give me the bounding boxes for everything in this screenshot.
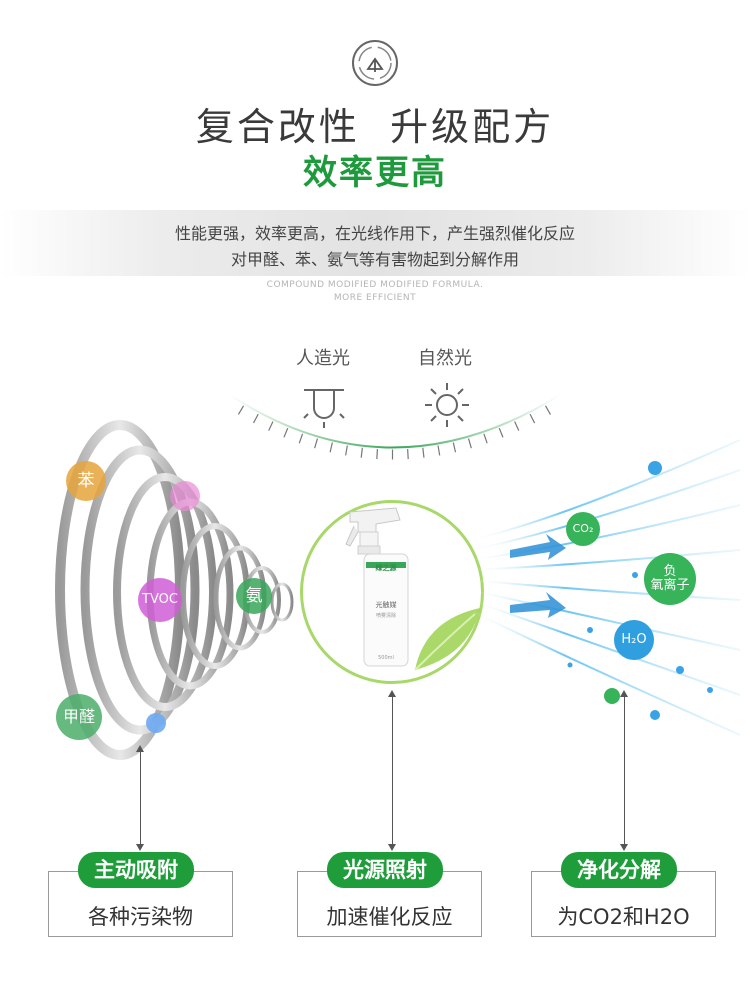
arc-tick bbox=[237, 405, 245, 415]
output-negative-ion-bubble: 负 氧离子 bbox=[644, 553, 696, 605]
connector-arrow-1-bottom bbox=[136, 844, 144, 851]
connector-arrow-3-bottom bbox=[620, 844, 628, 851]
connector-arrow-3-top bbox=[620, 690, 628, 697]
spray-bottle-image bbox=[345, 507, 409, 667]
bottle-brand: 绿之源 bbox=[375, 564, 397, 572]
step-title-adsorb: 主动吸附 bbox=[78, 852, 194, 888]
connector-line-3 bbox=[624, 697, 625, 844]
step-desc-light: 加速催化反应 bbox=[326, 905, 453, 929]
arc-tick bbox=[437, 445, 441, 456]
arc-tick bbox=[252, 413, 259, 424]
decorative-pink-dot bbox=[170, 481, 200, 511]
description-line-1: 性能更强，效率更高，在光线作用下，产生强烈催化反应 bbox=[174, 224, 575, 243]
leaf-icon bbox=[414, 608, 480, 671]
leaf-cycle-icon bbox=[350, 38, 400, 88]
arc-tick bbox=[376, 449, 379, 460]
sun-icon bbox=[420, 378, 474, 432]
connector-arrow-2-top bbox=[388, 690, 396, 697]
arc-tick bbox=[407, 449, 409, 460]
step-desc-decompose: 为CO2和H2O bbox=[557, 905, 690, 929]
arc-tick bbox=[452, 442, 457, 453]
arc-tick bbox=[360, 447, 363, 458]
arc-tick bbox=[545, 405, 551, 415]
arc-tick bbox=[529, 413, 536, 424]
page-title: 复合改性 升级配方 bbox=[195, 105, 555, 149]
bottle-name: 光触媒 bbox=[375, 601, 397, 609]
arc-tick bbox=[514, 421, 520, 431]
output-co2-bubble: CO₂ bbox=[566, 512, 600, 546]
pollutant-ammonia-bubble: 氨 bbox=[236, 578, 272, 614]
arc-tick bbox=[467, 438, 472, 449]
pollutant-benzene-bubble: 苯 bbox=[66, 461, 106, 501]
arc-tick bbox=[283, 427, 289, 438]
description-line-2: 对甲醛、苯、氨气等有害物起到分解作用 bbox=[230, 250, 519, 269]
artificial-light-label: 人造光 bbox=[296, 348, 350, 369]
bottle-sub: 喷雾清除 bbox=[375, 613, 396, 619]
arc-tick bbox=[314, 438, 319, 449]
pollutant-formaldehyde-bubble: 甲醛 bbox=[56, 694, 102, 740]
arc-tick bbox=[345, 445, 348, 456]
step-desc-adsorb: 各种污染物 bbox=[88, 905, 193, 929]
connector-arrow-2-bottom bbox=[388, 844, 396, 851]
arc-tick bbox=[422, 447, 425, 458]
english-line-1: COMPOUND MODIFIED MODIFIED FORMULA. bbox=[266, 280, 484, 290]
arc-tick bbox=[483, 433, 488, 444]
arc-tick bbox=[268, 421, 274, 431]
description-band bbox=[0, 210, 750, 276]
connector-arrow-1-top bbox=[136, 745, 144, 752]
connector-line-1 bbox=[140, 752, 141, 844]
arc-tick bbox=[498, 427, 504, 438]
output-water-bubble: H₂O bbox=[614, 620, 654, 660]
page-subtitle: 效率更高 bbox=[303, 153, 447, 193]
airflow-graphic bbox=[470, 439, 741, 736]
decorative-blue-dot bbox=[146, 713, 166, 733]
bottle-volume: 500ml bbox=[378, 655, 394, 661]
lamp-icon bbox=[298, 380, 350, 432]
natural-light-label: 自然光 bbox=[418, 348, 472, 369]
step-title-decompose: 净化分解 bbox=[561, 852, 677, 888]
arc-tick bbox=[298, 433, 304, 444]
arc-tick bbox=[329, 442, 333, 453]
pollutant-tvoc-bubble: TVOC bbox=[138, 578, 182, 622]
step-title-light: 光源照射 bbox=[327, 852, 443, 888]
english-line-2: MORE EFFICIENT bbox=[333, 293, 417, 303]
connector-line-2 bbox=[392, 697, 393, 844]
